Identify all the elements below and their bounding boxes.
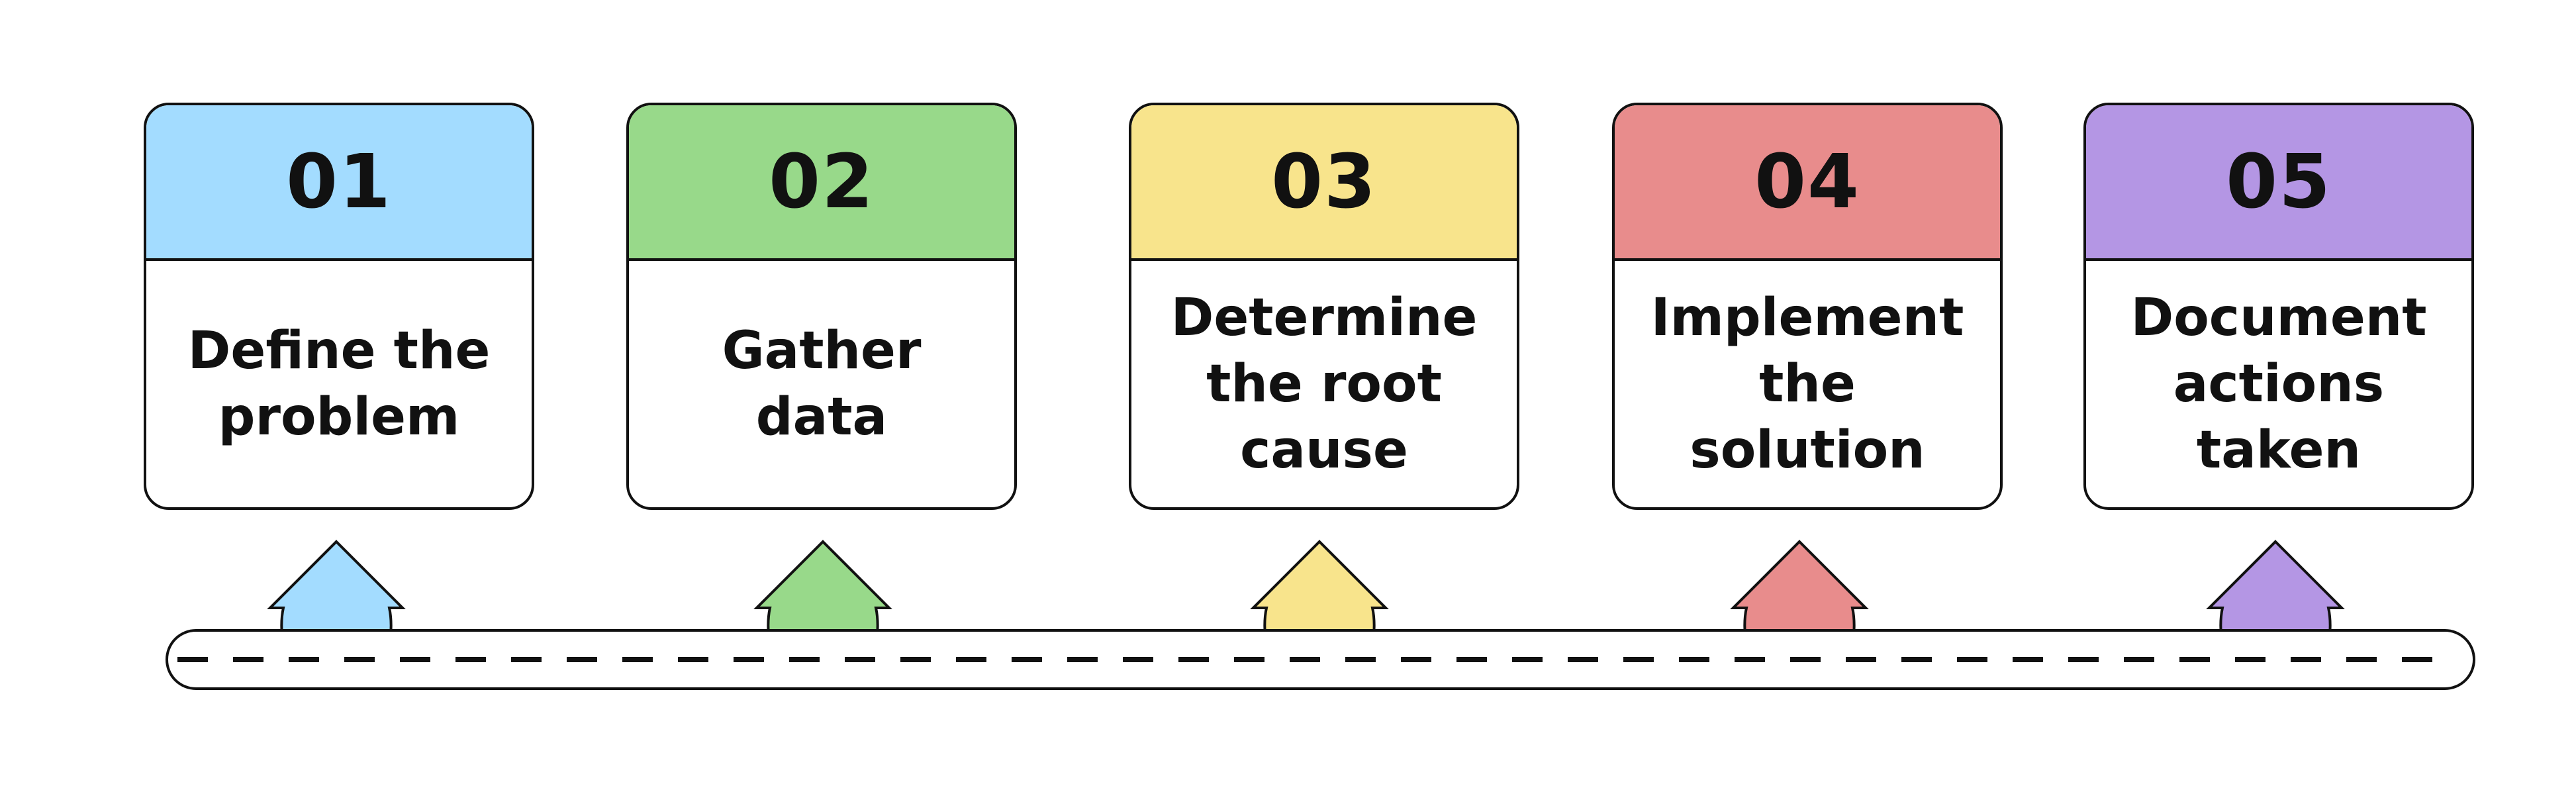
- step-number: 03: [1271, 138, 1377, 225]
- step-header-4: 04: [1615, 105, 2000, 261]
- step-card-3: 03 Determine the root cause: [1129, 103, 1519, 510]
- step-label: Document actions taken: [2130, 288, 2427, 480]
- step-number: 05: [2226, 138, 2332, 225]
- step-label: Determine the root cause: [1170, 288, 1478, 480]
- up-arrow-icon: [1250, 540, 1389, 637]
- up-arrow-icon: [2206, 540, 2345, 637]
- step-header-1: 01: [146, 105, 532, 261]
- step-header-3: 03: [1131, 105, 1517, 261]
- step-label: Define the problem: [187, 321, 491, 447]
- timeline-track: [166, 629, 2475, 690]
- step-number: 04: [1754, 138, 1860, 225]
- step-card-1: 01 Define the problem: [144, 103, 534, 510]
- step-card-4: 04 Implement the solution: [1612, 103, 2003, 510]
- up-arrow-icon: [1730, 540, 1869, 637]
- step-header-2: 02: [629, 105, 1014, 261]
- step-header-5: 05: [2086, 105, 2471, 261]
- step-label: Gather data: [722, 321, 922, 447]
- step-label: Implement the solution: [1650, 288, 1964, 480]
- step-card-5: 05 Document actions taken: [2083, 103, 2474, 510]
- up-arrow-icon: [267, 540, 406, 637]
- step-number: 01: [286, 138, 392, 225]
- step-card-2: 02 Gather data: [626, 103, 1017, 510]
- step-number: 02: [769, 138, 875, 225]
- up-arrow-icon: [753, 540, 892, 637]
